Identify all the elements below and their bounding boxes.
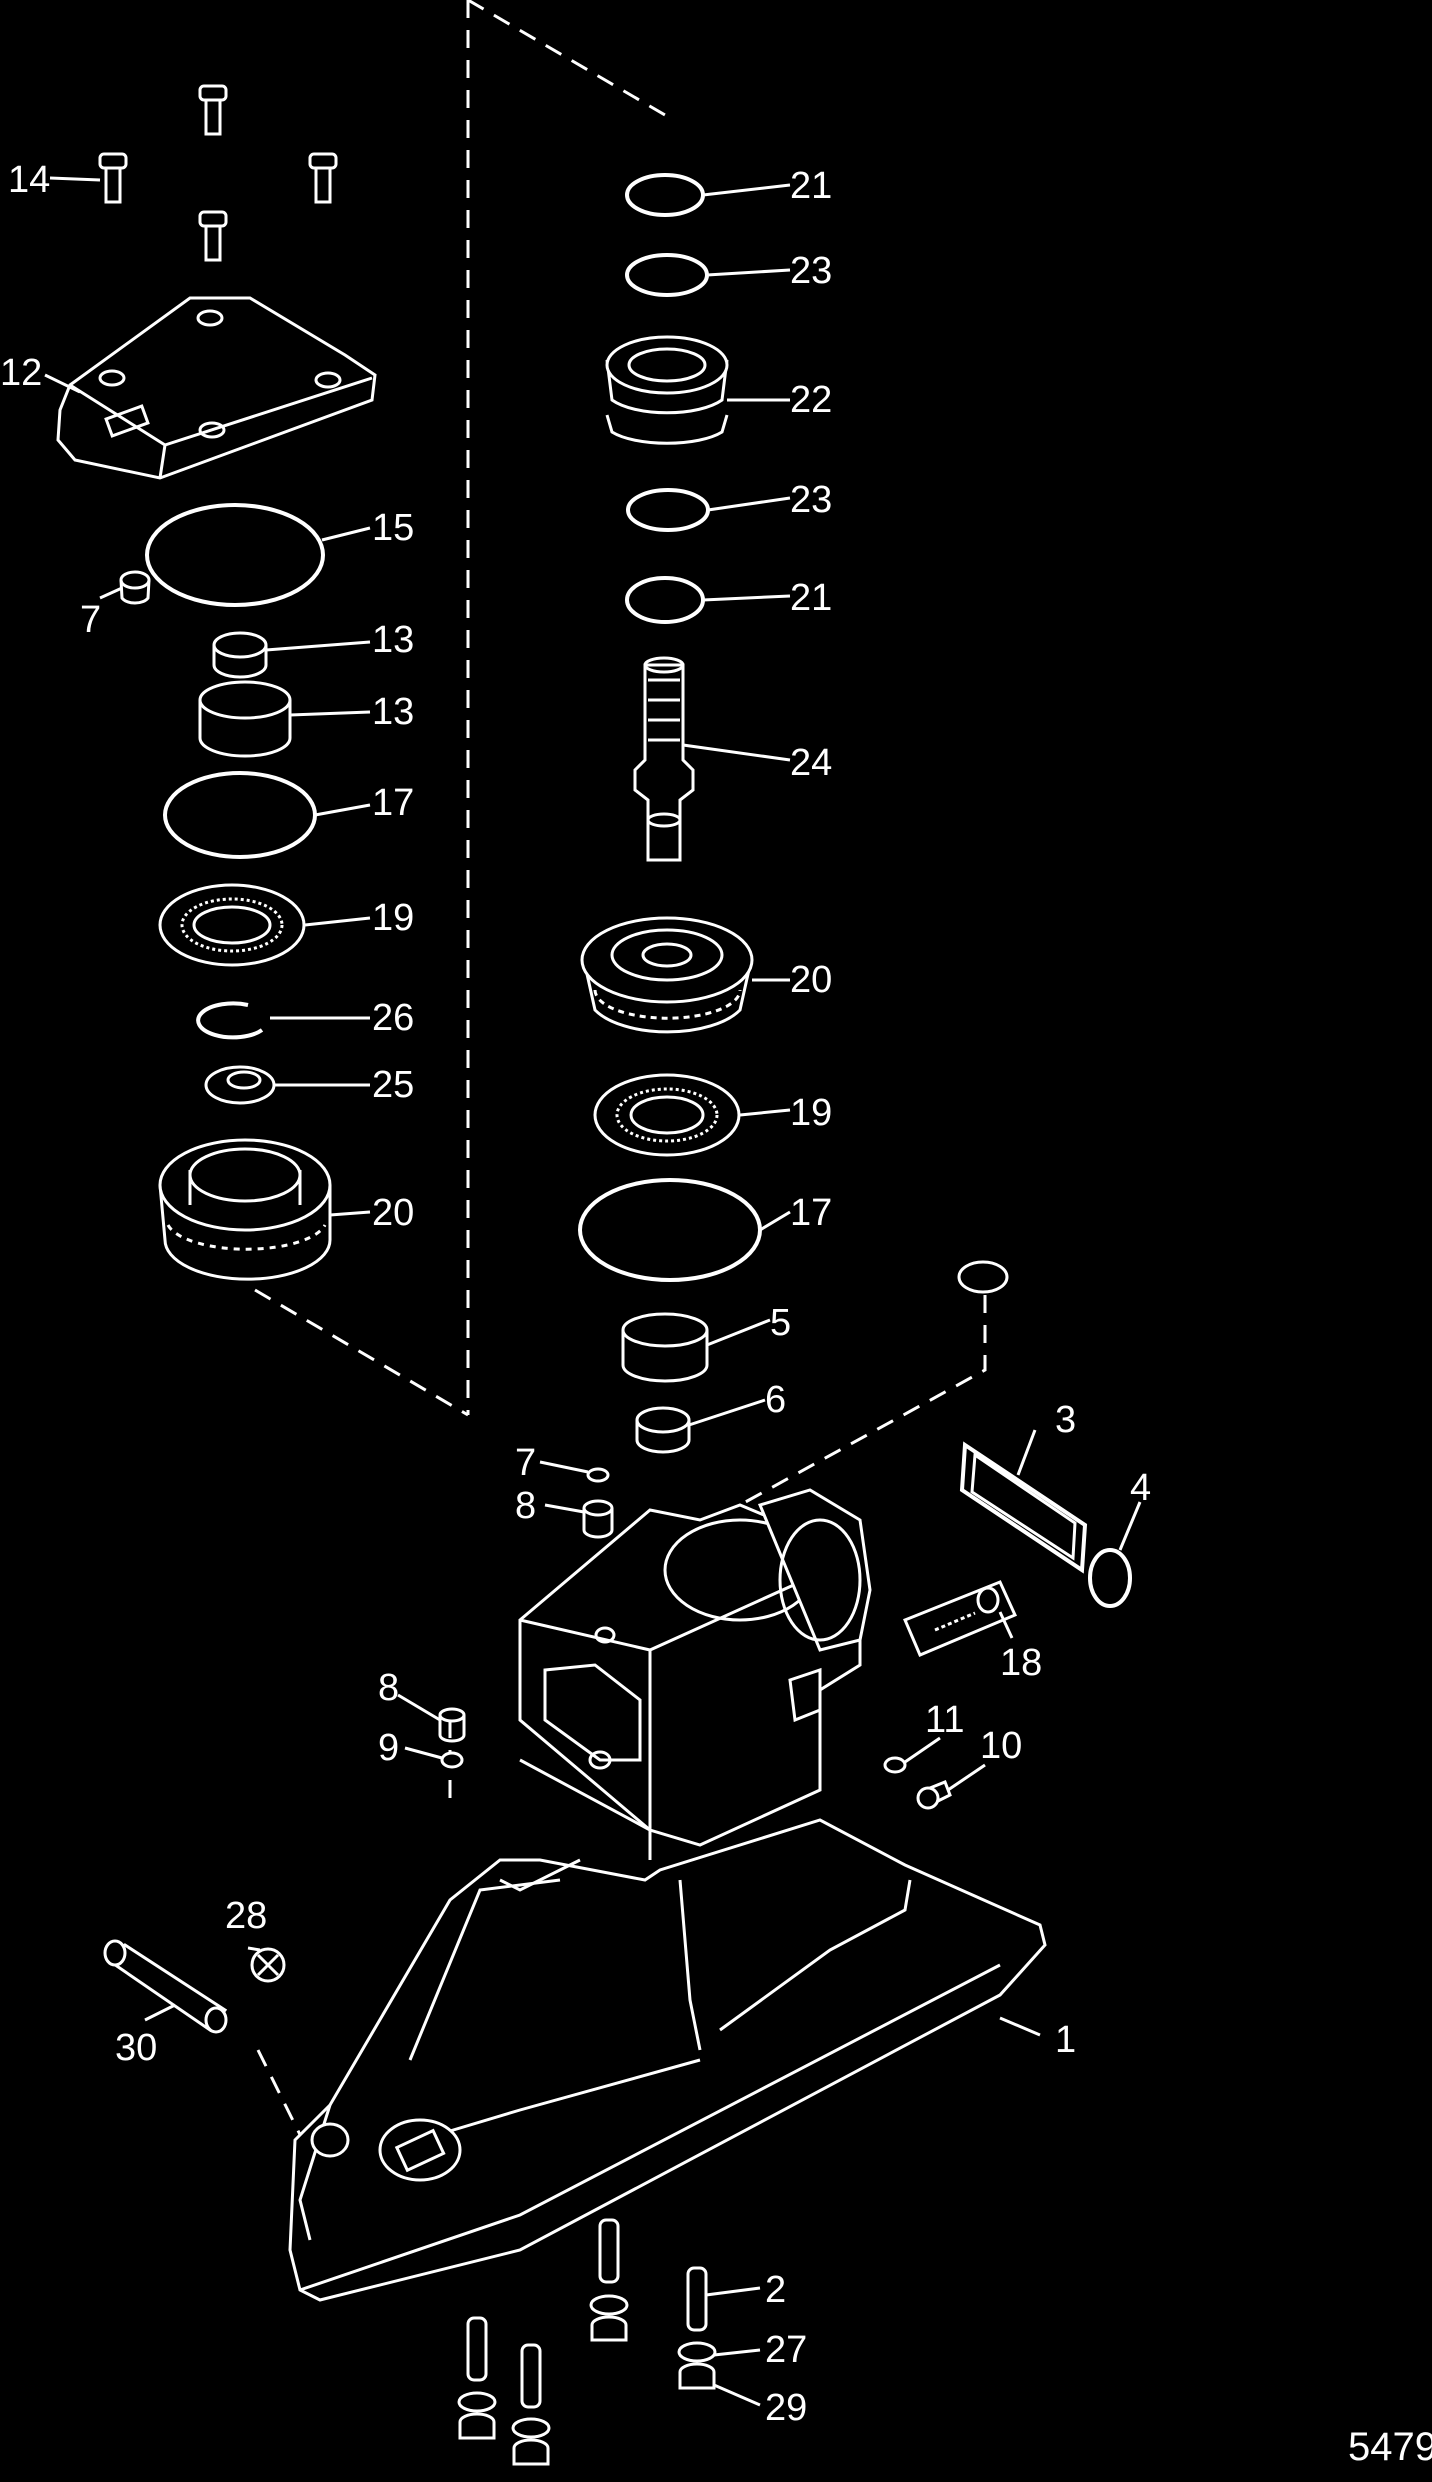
figure-number: 5479 bbox=[1348, 2425, 1432, 2469]
gear-20-right bbox=[580, 916, 754, 1034]
retaining-ring-26 bbox=[196, 1001, 264, 1040]
callout-19: 19 bbox=[372, 897, 414, 939]
bolt-bottom bbox=[198, 210, 228, 262]
callout-9: 9 bbox=[378, 1727, 399, 1769]
callout-13: 13 bbox=[372, 691, 414, 733]
shaft-24 bbox=[633, 656, 695, 862]
callout-7b: 7 bbox=[515, 1442, 536, 1484]
thrust-bearing-19-left bbox=[158, 883, 306, 967]
pin-30 bbox=[103, 1939, 228, 2034]
o-ring-4 bbox=[1088, 1548, 1132, 1608]
callout-23b: 23 bbox=[790, 479, 832, 521]
callout-10: 10 bbox=[980, 1725, 1022, 1767]
gear-housing-1 bbox=[288, 1488, 1047, 2302]
callout-4: 4 bbox=[1130, 1467, 1151, 1509]
callout-28: 28 bbox=[225, 1895, 267, 1937]
callout-14: 13 bbox=[372, 619, 414, 661]
callout-labels: 14 12 15 7 13 13 17 19 26 25 20 21 23 22… bbox=[0, 159, 1151, 2429]
callout-26: 26 bbox=[372, 997, 414, 1039]
callout-27: 27 bbox=[765, 2329, 807, 2371]
bolt-right bbox=[308, 152, 338, 204]
cover-plate bbox=[56, 296, 377, 480]
callout-19b: 19 bbox=[790, 1092, 832, 1134]
cap-28 bbox=[250, 1947, 286, 1983]
callout-8: 8 bbox=[515, 1485, 536, 1527]
ring-17-right bbox=[578, 1178, 762, 1282]
plug-7-upper bbox=[119, 570, 151, 605]
dowel-8-lower bbox=[438, 1707, 466, 1743]
sleeve-13 bbox=[198, 680, 292, 758]
callout-1: 1 bbox=[1055, 2019, 1076, 2061]
callout-20b: 20 bbox=[790, 959, 832, 1001]
callout-21b: 21 bbox=[790, 577, 832, 619]
shim-21-bottom bbox=[625, 576, 705, 624]
callout-24: 24 bbox=[790, 742, 832, 784]
dowel-8-upper bbox=[582, 1499, 614, 1539]
shim-23-top bbox=[625, 253, 709, 297]
bolt-top bbox=[198, 84, 228, 136]
washer-11 bbox=[883, 1756, 907, 1774]
callout-21: 21 bbox=[790, 165, 832, 207]
bushing-6 bbox=[635, 1406, 691, 1454]
thrust-bearing-19-right bbox=[593, 1073, 741, 1157]
callout-16: 14 bbox=[8, 159, 50, 201]
callout-6: 6 bbox=[765, 1379, 786, 1421]
shim-23-bottom bbox=[626, 488, 710, 532]
shim-21-top bbox=[625, 173, 705, 217]
ring-17-left bbox=[163, 771, 317, 859]
bearing-22 bbox=[605, 335, 729, 445]
spring-plunger-18 bbox=[903, 1580, 1018, 1657]
callout-30: 30 bbox=[115, 2027, 157, 2069]
plug-top-right bbox=[957, 1260, 1009, 1294]
sleeve-5 bbox=[621, 1312, 709, 1383]
bushing-14 bbox=[212, 631, 268, 679]
gasket-3 bbox=[959, 1441, 1088, 1574]
callout-18: 18 bbox=[1000, 1642, 1042, 1684]
stud-group-bottom bbox=[457, 2218, 717, 2466]
callout-2: 2 bbox=[765, 2269, 786, 2311]
callout-12: 12 bbox=[0, 352, 42, 394]
plug-7-lower bbox=[586, 1467, 610, 1483]
bolt-left bbox=[98, 152, 128, 204]
washer-25 bbox=[204, 1065, 276, 1105]
callout-20: 20 bbox=[372, 1192, 414, 1234]
callout-25: 25 bbox=[372, 1064, 414, 1106]
callout-17: 17 bbox=[372, 782, 414, 824]
callout-5: 5 bbox=[770, 1302, 791, 1344]
callout-8b: 8 bbox=[378, 1667, 399, 1709]
callout-23: 23 bbox=[790, 250, 832, 292]
callout-11: 11 bbox=[925, 1699, 964, 1741]
leader-lines bbox=[44, 176, 1142, 2407]
callout-7: 7 bbox=[80, 599, 101, 641]
gear-20-left bbox=[158, 1138, 332, 1281]
screw-10 bbox=[916, 1780, 952, 1810]
o-ring-15 bbox=[145, 503, 325, 607]
callout-17b: 17 bbox=[790, 1192, 832, 1234]
callout-3: 3 bbox=[1055, 1399, 1076, 1441]
callout-15: 15 bbox=[372, 507, 414, 549]
callout-29: 29 bbox=[765, 2387, 807, 2429]
callout-22: 22 bbox=[790, 379, 832, 421]
washer-9 bbox=[440, 1751, 464, 1769]
